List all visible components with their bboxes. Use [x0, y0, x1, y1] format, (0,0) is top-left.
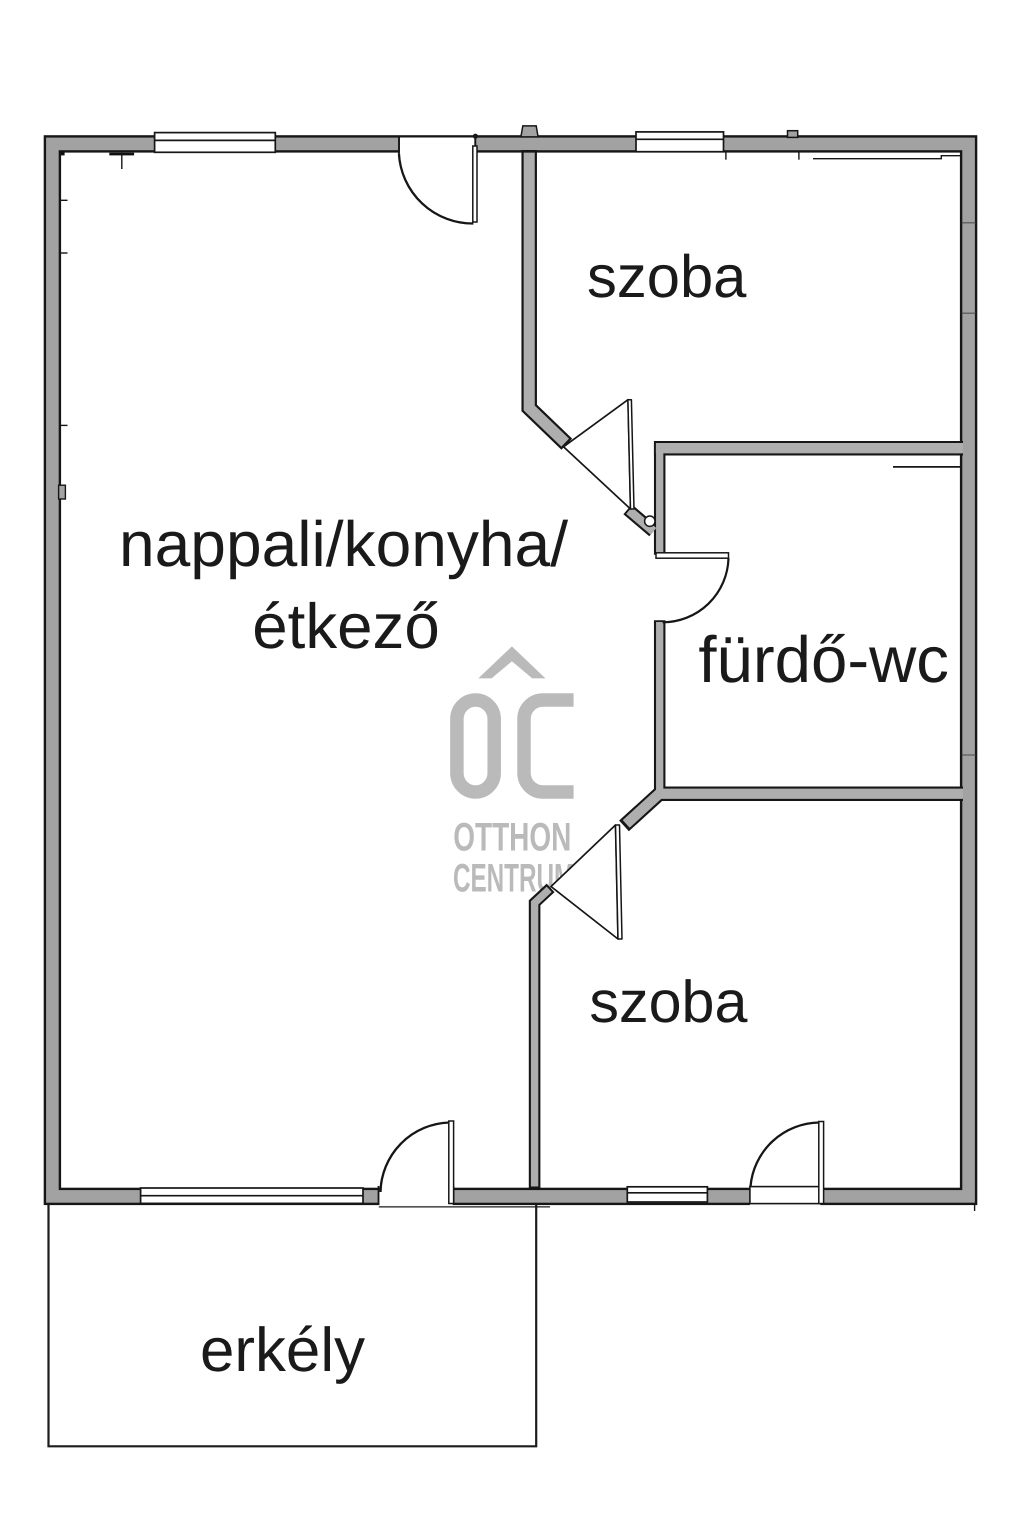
interior-wall-bottom-fill	[530, 886, 552, 1187]
window-top-living-frame	[153, 131, 277, 154]
room-bottom-exterior-door	[749, 1120, 825, 1205]
label-living-line1: nappali/konyha/	[119, 508, 568, 580]
bathroom-door-arc	[662, 558, 730, 624]
entrance-door-arc	[397, 153, 474, 225]
balcony-border	[47, 1204, 538, 1448]
window-bottom-room	[626, 1185, 709, 1203]
label-room-top: szoba	[587, 243, 747, 310]
bathroom-door-leaf	[655, 552, 730, 559]
room-bottom-door-leaf	[818, 1120, 825, 1205]
room-bottom-door-diagonal	[550, 824, 623, 940]
watermark-logo: OTTHON CENTRUM	[450, 646, 574, 901]
bathroom-wall-fill-4	[622, 788, 963, 828]
bathroom-wall-fill-5	[626, 507, 657, 535]
watermark-letter-c	[517, 693, 574, 799]
window-bottom-room-frame	[626, 1185, 709, 1203]
interior-wall-living-room-bottom	[528, 883, 555, 1189]
corner-joint-dot	[60, 151, 65, 156]
bathroom-walls	[619, 440, 963, 832]
vent-mark	[786, 129, 799, 139]
label-bathroom: fürdő-wc	[698, 623, 949, 696]
windows	[139, 131, 725, 1205]
right-wall-joints	[961, 222, 977, 756]
room-bottom-door-leaf	[614, 824, 623, 940]
outer-wall-fill	[46, 137, 975, 1203]
balcony-door-opening	[379, 1185, 453, 1206]
interior-wall-living-room-top	[521, 150, 573, 450]
label-balcony: erkély	[200, 1316, 365, 1385]
chimney-mark	[520, 125, 539, 138]
balcony-outline	[47, 1204, 550, 1448]
window-top-room-frame	[635, 131, 725, 153]
plan-marks	[57, 125, 977, 1211]
interior-wall-top-fill	[523, 152, 570, 447]
balcony-door-leaf	[448, 1120, 455, 1205]
window-balcony	[139, 1187, 364, 1205]
radiator-top-room	[813, 155, 961, 160]
balcony-door-arc	[379, 1121, 450, 1193]
watermark-text-centrum: CENTRUM	[453, 856, 574, 900]
window-top-room	[635, 131, 725, 153]
door-hinge-notch	[643, 515, 656, 528]
label-living-line2: étkező	[252, 591, 440, 662]
bathroom-door	[655, 552, 730, 624]
entrance-door-hinge-icon	[472, 133, 478, 139]
watermark-letter-o	[450, 693, 501, 799]
room-top-door-leaf	[627, 398, 635, 510]
outer-walls	[43, 135, 978, 1206]
watermark-text-otthon: OTTHON	[453, 815, 571, 859]
room-bottom-door-threshold	[749, 1185, 822, 1205]
balcony-door	[377, 1120, 455, 1205]
entrance-door-opening	[399, 137, 475, 154]
room-bottom-door-arc	[749, 1121, 820, 1187]
room-top-door	[562, 398, 635, 510]
left-wall-stub	[57, 484, 67, 500]
watermark-roof-icon	[478, 646, 546, 679]
window-top-living	[153, 131, 277, 154]
room-labels: nappali/konyha/ étkező szoba fürdő-wc sz…	[119, 243, 949, 1385]
entrance-door-leaf	[472, 145, 478, 223]
entrance-door	[397, 133, 478, 225]
label-room-bottom: szoba	[589, 968, 747, 1035]
